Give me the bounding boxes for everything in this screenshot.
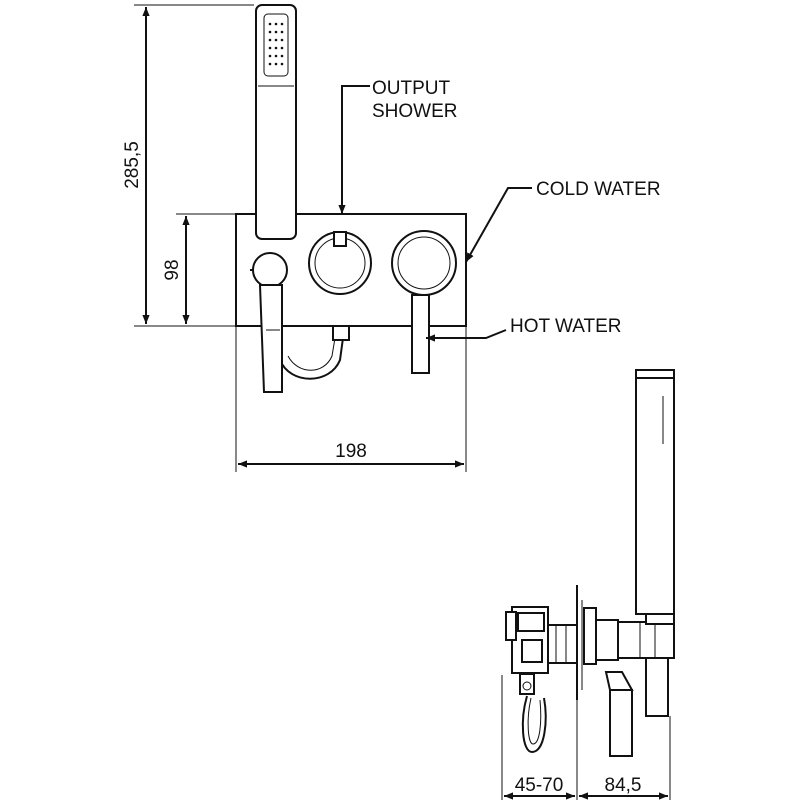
plate-width-dimension: 198: [235, 326, 467, 472]
wall-depth-value: 45-70: [515, 775, 564, 796]
cold-water-label: COLD WATER: [536, 179, 661, 200]
total-height-value: 285,5: [122, 141, 143, 189]
output-leader: [338, 85, 370, 214]
side-hand-shower: [635, 369, 675, 615]
side-escutcheon: [583, 607, 597, 665]
plate-width-value: 198: [335, 441, 367, 462]
hand-shower: [255, 4, 297, 240]
projection-value: 84,5: [605, 775, 642, 796]
plate-height-dimension: 98: [162, 213, 236, 324]
shower-holder-knob: [252, 252, 288, 288]
cold-water-leader: [465, 187, 532, 263]
side-view: 45-70 84,5: [501, 369, 675, 800]
plate-height-value: 98: [162, 259, 183, 280]
front-view: OUTPUT SHOWER COLD WATER HOT WATER 285,5…: [122, 4, 661, 472]
shower-spray-face: [263, 13, 289, 77]
wall-depth-dimension: 45-70: [504, 775, 575, 800]
hot-water-label: HOT WATER: [510, 316, 622, 337]
projection-dimension: 84,5: [579, 775, 668, 800]
output-shower-label-2: SHOWER: [372, 101, 458, 122]
mixer-knob: [391, 230, 457, 296]
output-shower-label-1: OUTPUT: [372, 78, 451, 99]
total-height-dimension: 285,5: [122, 4, 254, 327]
side-holder-lever: [645, 657, 669, 717]
hose-connector: [332, 325, 350, 341]
side-mixer-lever: [609, 689, 633, 757]
hot-water-leader: [426, 329, 507, 342]
shower-hose: [279, 337, 344, 380]
side-hose: [521, 695, 547, 754]
holder-lever: [258, 284, 283, 393]
wall-plate: [235, 213, 467, 327]
spray-nozzles: [268, 22, 284, 66]
mixer-lever: [411, 294, 430, 374]
